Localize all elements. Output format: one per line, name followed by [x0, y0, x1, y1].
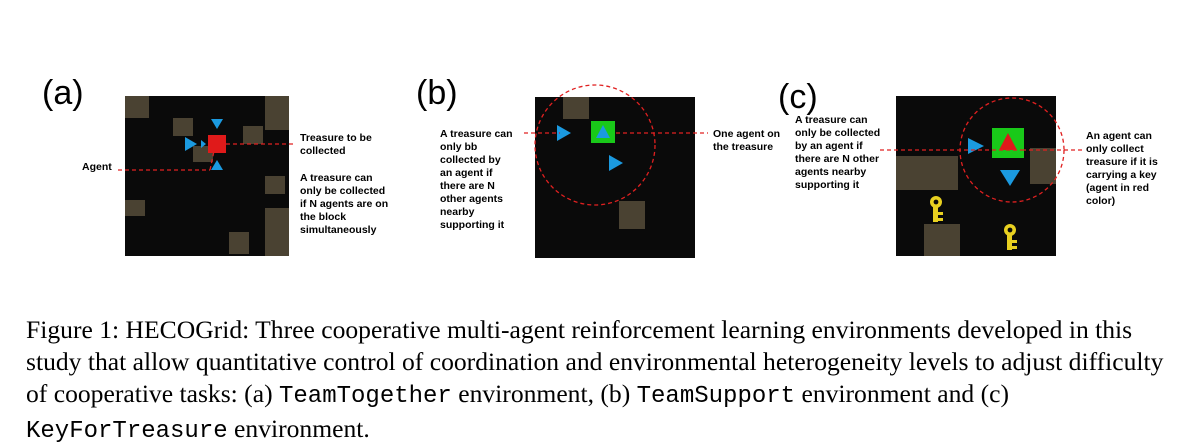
agent-icon	[201, 140, 206, 148]
wall-tiles	[125, 96, 289, 256]
wall-tiles	[896, 148, 1056, 256]
agent-icon	[1000, 170, 1020, 186]
agent-icon	[609, 155, 623, 171]
grid-b	[535, 97, 695, 258]
agent-icon	[557, 125, 571, 141]
figure: (a) Treasure to be collected Agent A tre…	[42, 74, 1158, 258]
wall-tiles	[563, 97, 645, 229]
note-c-rule: A treasure can only be collected by an a…	[795, 114, 881, 191]
env-name-keyfortreasure: KeyForTreasure	[26, 418, 228, 445]
env-name-teamsupport: TeamSupport	[636, 383, 796, 410]
caption-prefix: Figure 1: HECOGrid: Three cooperative mu…	[26, 315, 1164, 408]
agent-icon	[211, 119, 223, 129]
grid-a	[125, 96, 289, 256]
grid-c	[896, 96, 1056, 256]
panel-a-label: (a)	[42, 74, 84, 112]
treasure-block	[208, 135, 226, 153]
figure-caption: Figure 1: HECOGrid: Three cooperative mu…	[26, 314, 1186, 448]
note-a-rule: A treasure can only be collected if N ag…	[300, 172, 389, 236]
agent-icon	[185, 137, 197, 151]
note-b-on-treasure: One agent on the treasure	[713, 128, 781, 153]
panel-c-label: (c)	[778, 78, 818, 116]
caption-suffix: environment.	[227, 414, 370, 443]
caption-mid2: environment and (c)	[795, 379, 1009, 408]
agent-icon	[968, 138, 984, 154]
panel-b-label: (b)	[416, 74, 458, 112]
note-c-key: An agent can only collect treasure if it…	[1086, 130, 1158, 207]
env-name-teamtogether: TeamTogether	[279, 383, 452, 410]
note-a-treasure: Treasure to be collected	[300, 132, 372, 157]
note-a-agent: Agent	[82, 161, 112, 173]
note-b-rule: A treasure can only bb collected by an a…	[440, 128, 513, 231]
caption-mid1: environment, (b)	[451, 379, 637, 408]
